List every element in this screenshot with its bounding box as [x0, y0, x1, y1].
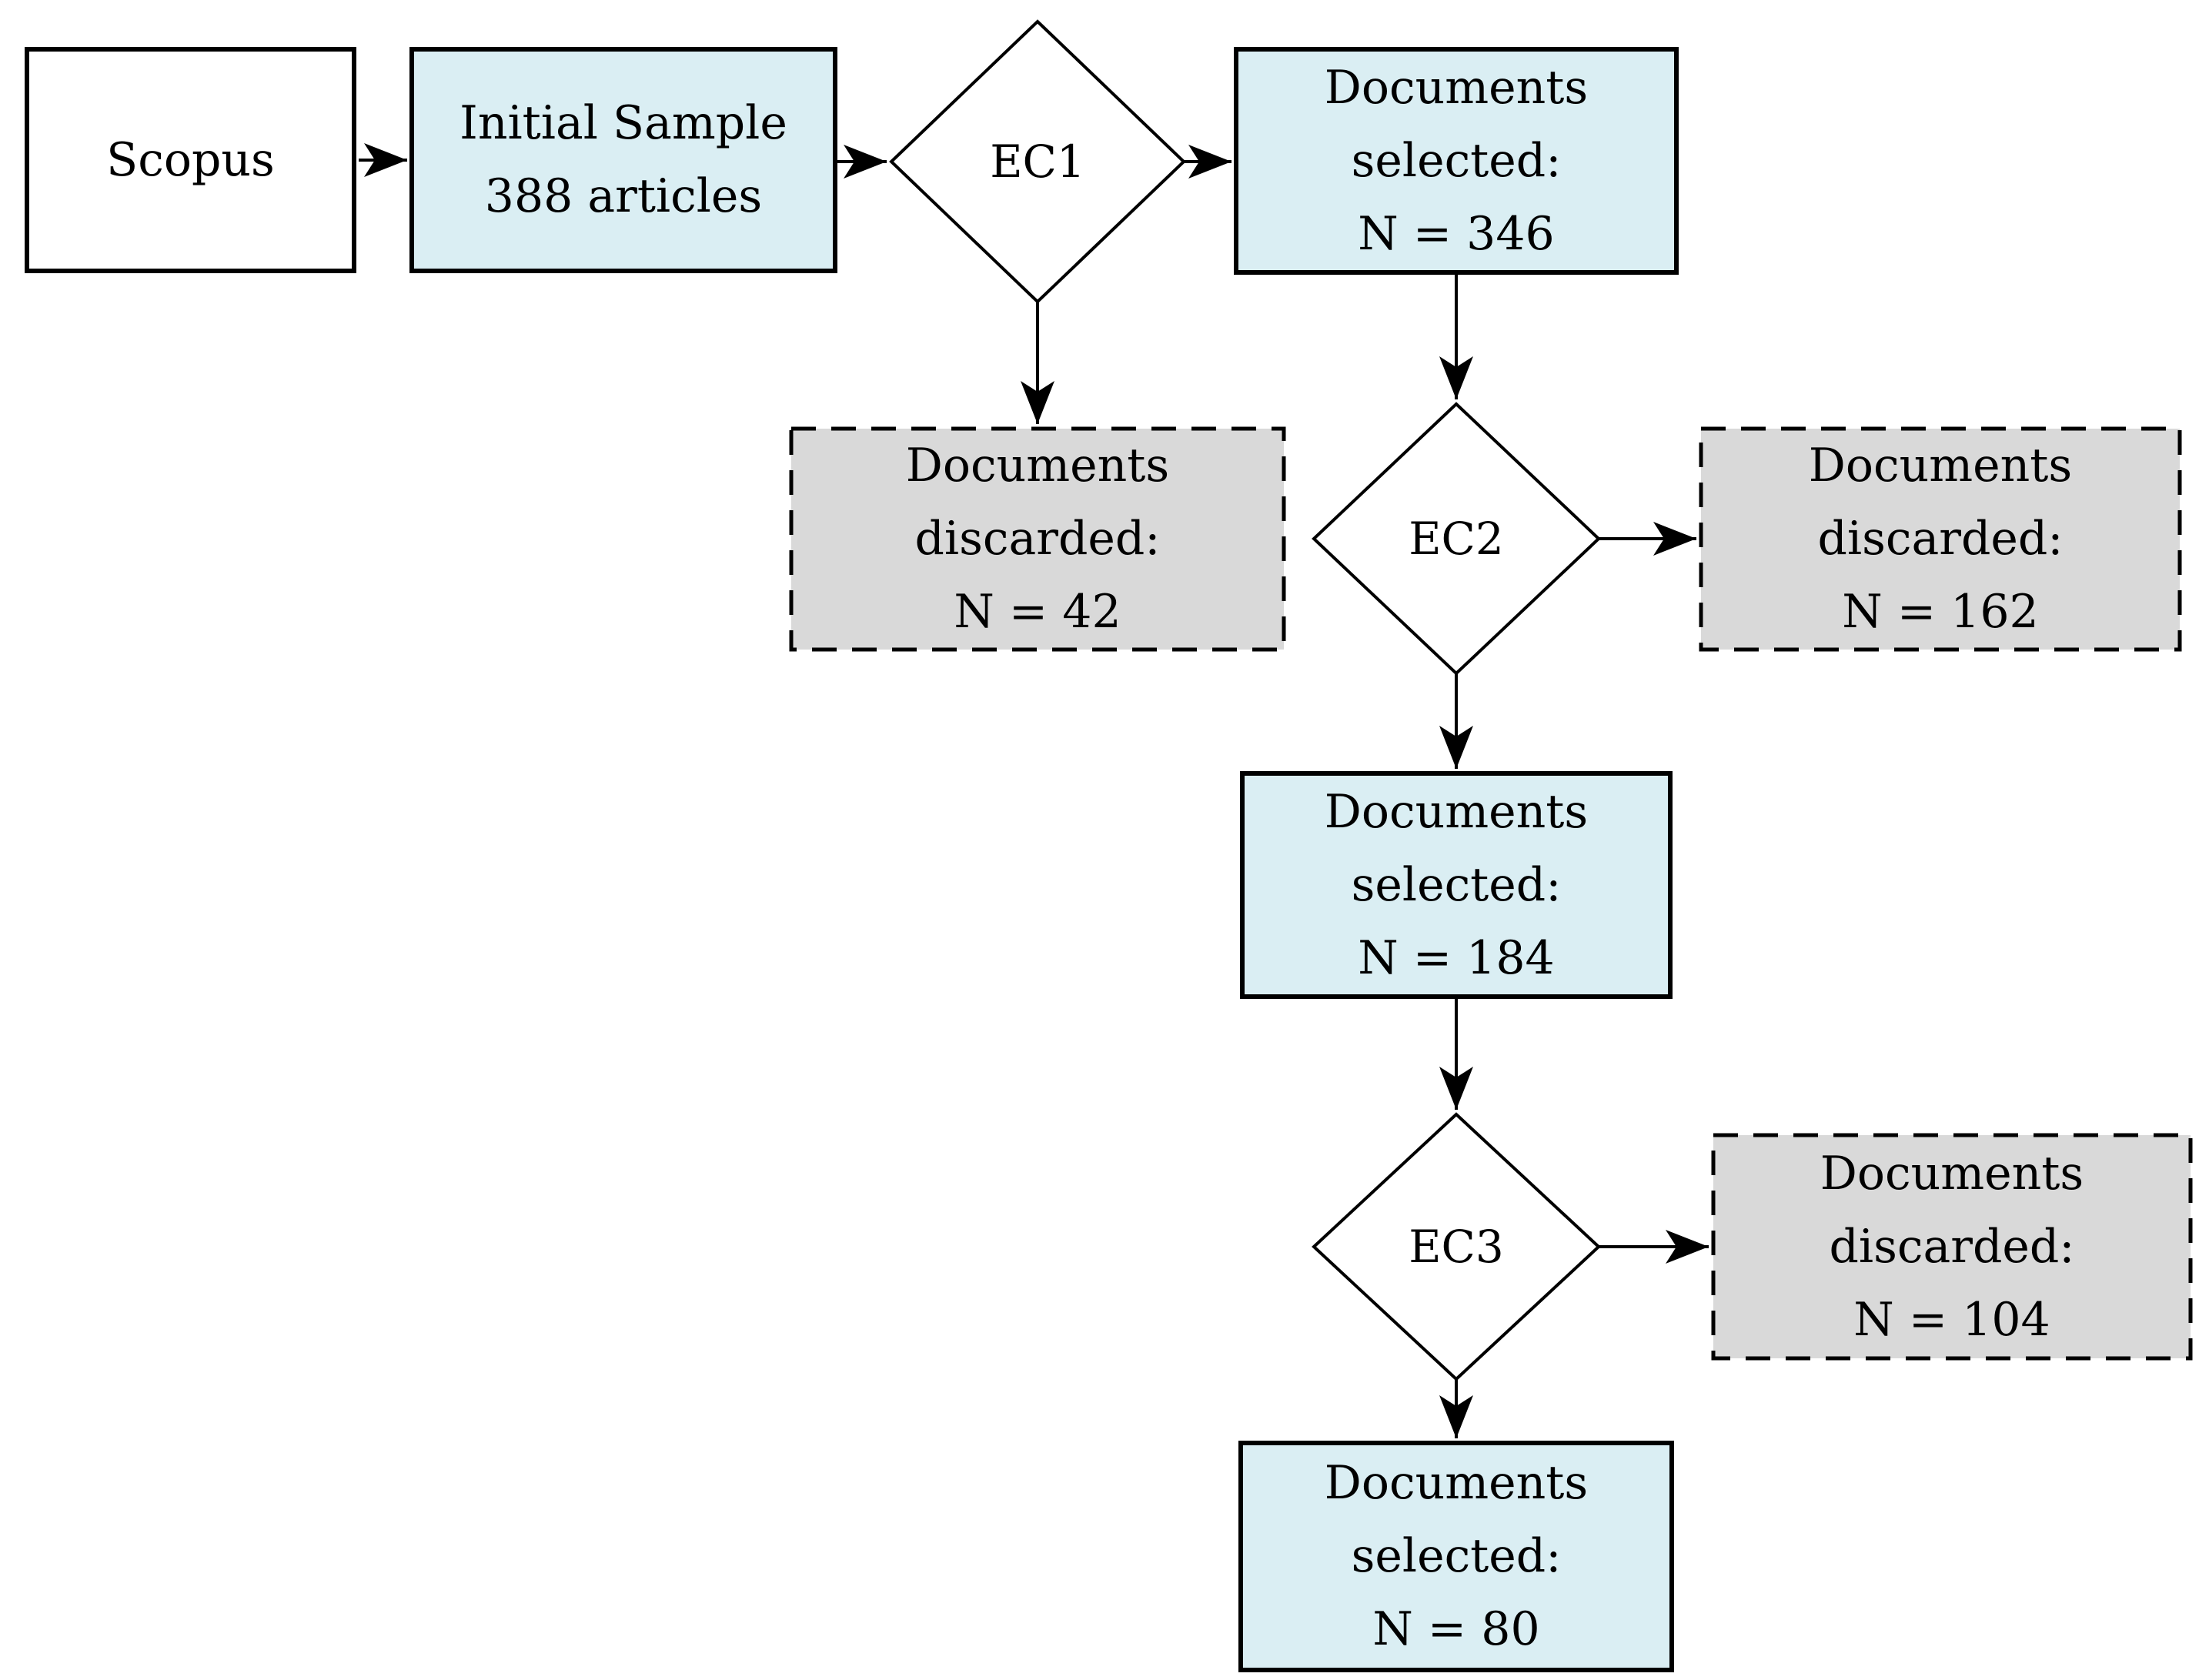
- selected-80-box-shape: [1238, 1441, 1674, 1672]
- node-documents-selected-80: Documents selected: N = 80: [1241, 1443, 1672, 1670]
- node-initial-sample-line: Initial Sample: [460, 96, 787, 150]
- node-selected-346-line: selected:: [1351, 133, 1562, 188]
- discarded-104-box-shape: [1711, 1133, 2193, 1361]
- initial-sample-box-shape: [409, 47, 837, 273]
- discarded-162-box-shape: [1699, 426, 2182, 652]
- node-initial-sample: Initial Sample 388 articles: [412, 49, 835, 271]
- node-discarded-162-line: N = 162: [1842, 585, 2039, 639]
- node-documents-discarded-104: Documents discarded: N = 104: [1713, 1135, 2191, 1358]
- node-documents-discarded-162: Documents discarded: N = 162: [1701, 429, 2180, 650]
- node-selected-80-line: N = 80: [1372, 1602, 1540, 1656]
- ec1-diamond-shape: [889, 19, 1186, 304]
- node-discarded-104-line: N = 104: [1853, 1292, 2050, 1347]
- scopus-box-shape: [25, 47, 356, 273]
- node-ec1-label: EC1: [990, 135, 1085, 188]
- node-discarded-104-line: Documents: [1820, 1146, 2084, 1201]
- node-selected-184-line: N = 184: [1358, 930, 1555, 985]
- node-documents-selected-184: Documents selected: N = 184: [1242, 773, 1670, 997]
- node-selected-346-line: Documents: [1324, 60, 1589, 115]
- node-selected-184-line: selected:: [1351, 857, 1562, 912]
- node-selected-80-line: selected:: [1351, 1529, 1562, 1583]
- ec3-diamond-shape: [1312, 1112, 1601, 1381]
- node-ec2-label: EC2: [1409, 513, 1504, 565]
- node-ec3: EC3: [1314, 1114, 1599, 1379]
- node-documents-selected-346: Documents selected: N = 346: [1236, 49, 1676, 272]
- selected-346-box-shape: [1234, 47, 1679, 275]
- node-ec2: EC2: [1314, 404, 1599, 673]
- node-selected-80-line: Documents: [1324, 1456, 1589, 1510]
- node-discarded-42-line: discarded:: [914, 512, 1161, 566]
- node-discarded-42-line: Documents: [905, 439, 1170, 493]
- node-ec1: EC1: [891, 22, 1184, 302]
- discarded-42-box-shape: [789, 426, 1286, 652]
- selected-184-box-shape: [1240, 771, 1673, 999]
- node-ec3-label: EC3: [1409, 1221, 1504, 1273]
- node-scopus-line: Scopus: [106, 132, 275, 187]
- ec2-diamond-shape: [1312, 402, 1601, 676]
- node-scopus: Scopus: [27, 49, 354, 271]
- node-discarded-162-line: discarded:: [1817, 512, 2064, 566]
- node-discarded-42-line: N = 42: [954, 585, 1121, 639]
- node-selected-184-line: Documents: [1324, 784, 1589, 839]
- node-initial-sample-line: 388 articles: [484, 169, 763, 223]
- node-discarded-162-line: Documents: [1808, 439, 2073, 493]
- node-documents-discarded-42: Documents discarded: N = 42: [791, 429, 1284, 650]
- node-discarded-104-line: discarded:: [1829, 1219, 2075, 1274]
- node-selected-346-line: N = 346: [1358, 206, 1555, 261]
